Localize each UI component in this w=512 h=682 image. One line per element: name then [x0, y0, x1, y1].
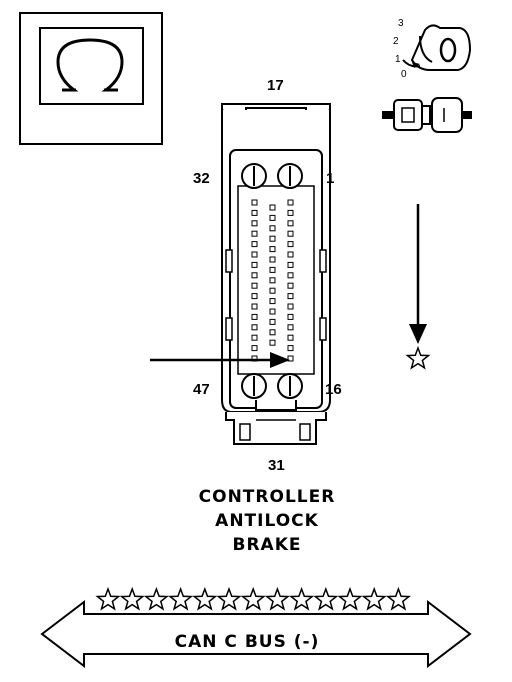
pin-cavities: [251, 199, 294, 362]
pin-cavity: [269, 256, 276, 263]
pin-cavity: [251, 345, 258, 352]
component-name-line-3: BRAKE: [233, 535, 302, 555]
pin-cavity: [269, 204, 276, 211]
pin-cavity: [287, 334, 294, 341]
pin-cavity: [269, 329, 276, 336]
pin-cavity: [287, 313, 294, 320]
splice-star-icon: [240, 586, 266, 611]
splice-star-icon: [264, 586, 290, 611]
pin-cavity: [269, 225, 276, 232]
splice-star-icon: [119, 586, 145, 611]
pin-cavity: [287, 261, 294, 268]
ignition-key-icon: 3 2 1 0: [393, 18, 472, 80]
ground-star-icon: [405, 345, 431, 370]
pin-cavity: [287, 324, 294, 331]
pin-label-1: 1: [326, 170, 334, 187]
splice-star-icon: [216, 586, 242, 611]
pin-cavity: [269, 246, 276, 253]
pin-cavity: [269, 287, 276, 294]
splice-star-icon: [313, 586, 339, 611]
pin-cavity: [287, 230, 294, 237]
ohmmeter-symbol: [19, 12, 163, 145]
pin-cavity: [287, 199, 294, 206]
screw-bottom-right: [277, 373, 303, 399]
pin-cavity: [251, 293, 258, 300]
pin-cavity: [287, 209, 294, 216]
pin-cavity: [251, 272, 258, 279]
pin-cavity: [251, 313, 258, 320]
splice-star-icon: [361, 586, 387, 611]
pin-label-16: 16: [325, 381, 342, 398]
pin-cavity: [251, 230, 258, 237]
pin-label-32: 32: [193, 170, 210, 187]
screw-top-left: [241, 163, 267, 189]
pin-cavity: [287, 345, 294, 352]
pin-cavity: [251, 324, 258, 331]
pin-cavity: [251, 220, 258, 227]
component-name-line-1: CONTROLLER: [199, 487, 336, 507]
splice-star-icon: [192, 586, 218, 611]
splice-star-icon: [95, 586, 121, 611]
pin-cavity: [251, 303, 258, 310]
pin-label-17: 17: [267, 77, 284, 94]
controller-connector: [221, 103, 331, 445]
ignition-position-1: 1: [395, 54, 401, 65]
connector-plug-icon: [382, 97, 472, 133]
screw-top-right: [277, 163, 303, 189]
can-bus-arrow: [40, 599, 472, 669]
can-bus-label: CAN C BUS (-): [175, 632, 320, 652]
star-row: [95, 586, 411, 611]
ignition-position-2: 2: [393, 36, 399, 47]
pin-cavity: [287, 251, 294, 258]
ground-arrow: [409, 204, 427, 344]
pin-cavity: [251, 199, 258, 206]
pin-cavity: [287, 303, 294, 310]
splice-star-icon: [385, 586, 411, 611]
splice-star-icon: [337, 586, 363, 611]
pin-cavity: [287, 282, 294, 289]
pin-cavity: [269, 235, 276, 242]
pin-cavity: [251, 261, 258, 268]
pin-cavity: [251, 209, 258, 216]
splice-star-icon: [289, 586, 315, 611]
pin-cavity: [269, 339, 276, 346]
pin-cavity: [269, 308, 276, 315]
pin-cavity: [287, 355, 294, 362]
splice-star-icon: [143, 586, 169, 611]
ignition-position-3: 3: [398, 18, 404, 29]
pin-label-31: 31: [268, 457, 285, 474]
pin-cavity: [287, 293, 294, 300]
ohm-icon: [56, 38, 124, 92]
pin-cavity: [251, 282, 258, 289]
pin-cavity: [269, 266, 276, 273]
pin-cavity: [287, 220, 294, 227]
pin-cavity: [287, 241, 294, 248]
pin-cavity: [251, 251, 258, 258]
pin-cavity: [269, 298, 276, 305]
pin-cavity: [269, 318, 276, 325]
pin-cavity: [287, 272, 294, 279]
pin-cavity: [269, 277, 276, 284]
pin-cavity: [269, 214, 276, 221]
pin-cavity: [251, 241, 258, 248]
component-name-line-2: ANTILOCK: [215, 511, 319, 531]
splice-star-icon: [168, 586, 194, 611]
probe-arrow: [150, 352, 290, 368]
ignition-position-0: 0: [401, 69, 407, 80]
pin-cavity: [251, 334, 258, 341]
screw-bottom-left: [241, 373, 267, 399]
pin-label-47: 47: [193, 381, 210, 398]
